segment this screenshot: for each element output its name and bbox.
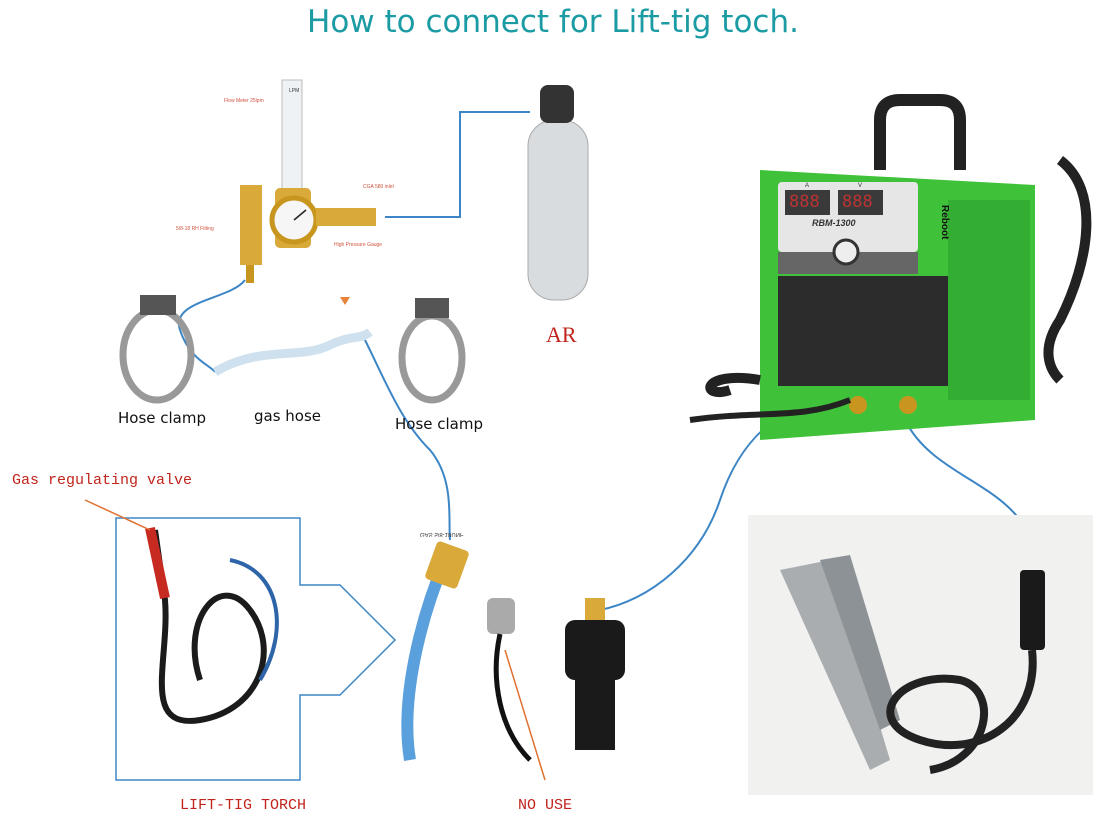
flow-meter-label: Flow Meter 25lpm [224, 98, 264, 104]
page-title: How to connect for Lift-tig toch. [307, 4, 799, 40]
no-use-plug [487, 598, 546, 781]
regulator-to-cylinder-line [385, 111, 530, 218]
dinse-plug [565, 598, 625, 750]
gas-connector-hose [401, 557, 451, 761]
valve-arrow [84, 499, 151, 531]
fitting-label: 5/8-18 RH Fitting [176, 226, 214, 232]
hose-to-connector-line [364, 339, 451, 541]
torch-label: LIFT-TIG TORCH [180, 797, 307, 814]
connector-label: GAS 5/8-18UNF [420, 531, 464, 537]
ground-clamp [748, 515, 1093, 795]
lpm-label: LPM [289, 88, 300, 94]
gas-hose-label: gas hose [254, 407, 322, 425]
inlet-label: CGA 580 inlet [363, 184, 394, 190]
argon-label: AR [546, 322, 577, 347]
hose-clamp-right-label: Hose clamp [395, 415, 484, 433]
hose-clamps [119, 295, 466, 404]
welder [689, 94, 1092, 440]
gas-connector [425, 541, 469, 589]
meter-a-label: A [805, 183, 810, 189]
gas-valve-label: Gas regulating valve [12, 472, 193, 489]
gauge-label: High Pressure Gauge [334, 242, 383, 248]
welder-model: RBM-1300 [812, 218, 856, 228]
no-use-label: NO USE [518, 797, 573, 814]
brand-logo: Reboot [939, 205, 950, 240]
torch-handle [145, 526, 170, 600]
marker-icon [340, 297, 350, 305]
meter-v-label: V [858, 183, 863, 189]
display-v: 888 [842, 192, 873, 212]
gas-hose [212, 328, 373, 376]
hose-clamp-left-label: Hose clamp [118, 409, 207, 427]
torch-box [115, 517, 397, 781]
regulator [240, 79, 376, 283]
argon-cylinder [527, 85, 589, 301]
tig-torch [152, 529, 279, 724]
display-a: 888 [789, 192, 820, 212]
